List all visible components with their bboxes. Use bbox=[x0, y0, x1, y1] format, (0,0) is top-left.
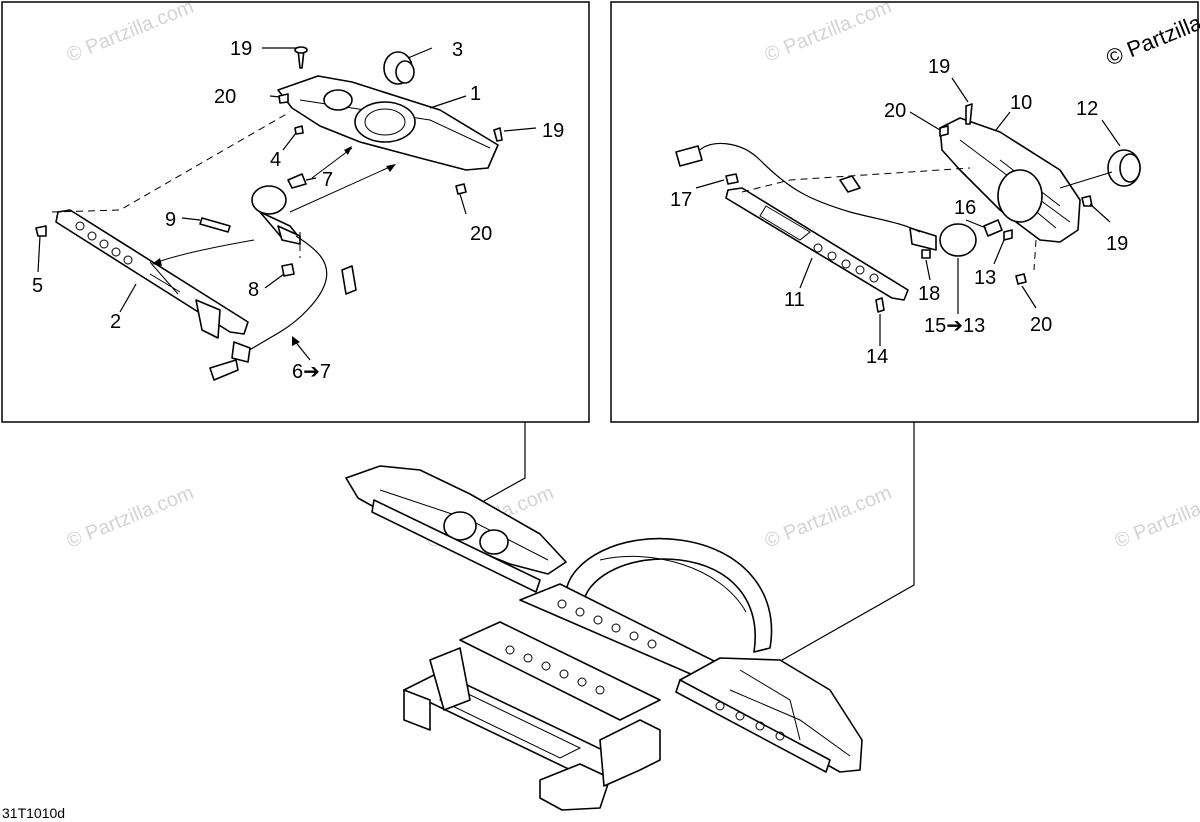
callout-8: 8 bbox=[248, 279, 259, 301]
watermark-text: © Partzilla.com bbox=[64, 482, 197, 553]
right-callout-leaders bbox=[695, 77, 1121, 346]
right-detail-panel bbox=[610, 1, 1199, 423]
callout-19: 19 bbox=[230, 38, 252, 60]
callout-19: 19 bbox=[928, 56, 950, 78]
callout-19: 19 bbox=[542, 120, 564, 142]
callout-17: 17 bbox=[670, 189, 692, 211]
callout-9: 9 bbox=[165, 209, 176, 231]
left-callouts: 19 3 1 20 19 4 7 9 20 5 8 2 6➔7 bbox=[32, 38, 564, 383]
watermark-text: © Partzilla.com bbox=[762, 0, 895, 67]
callout-11: 11 bbox=[784, 289, 805, 311]
callout-20: 20 bbox=[1030, 314, 1052, 336]
callout-3: 3 bbox=[452, 39, 463, 61]
copyright-label: © Partzilla.com bbox=[1103, 0, 1200, 71]
callout-20: 20 bbox=[470, 223, 492, 245]
watermark-text: © Partzilla.com bbox=[64, 0, 197, 67]
callout-12: 12 bbox=[1076, 98, 1098, 120]
watermark-text: © Partzilla.com bbox=[1112, 482, 1200, 553]
callout-20: 20 bbox=[214, 86, 236, 108]
watermark-text: © Partzilla.com bbox=[762, 482, 895, 553]
right-callouts: 19 10 12 20 17 16 19 13 18 11 20 15➔13 1… bbox=[670, 56, 1128, 368]
left-detail-panel bbox=[1, 1, 590, 423]
callout-20: 20 bbox=[884, 100, 906, 122]
right-panel-leader bbox=[767, 422, 915, 669]
right-taillight-assembly bbox=[675, 103, 1141, 313]
watermarks: © Partzilla.com © Partzilla.com © Partzi… bbox=[64, 0, 1200, 553]
diagram-code: 31T1010d bbox=[2, 805, 65, 821]
left-taillight-assembly bbox=[35, 46, 503, 381]
callout-15-to-13: 15➔13 bbox=[924, 315, 985, 337]
rear-frame-assembly bbox=[345, 465, 863, 811]
left-callout-leaders bbox=[37, 47, 537, 361]
left-panel-leader bbox=[474, 422, 526, 507]
callout-13: 13 bbox=[974, 267, 996, 289]
callout-18: 18 bbox=[918, 283, 940, 305]
callout-10: 10 bbox=[1010, 92, 1032, 114]
callout-7: 7 bbox=[322, 169, 333, 191]
callout-16: 16 bbox=[954, 197, 976, 219]
callout-6-to-7: 6➔7 bbox=[292, 361, 331, 383]
callout-14: 14 bbox=[866, 346, 888, 368]
callout-2: 2 bbox=[110, 311, 121, 333]
callout-4: 4 bbox=[270, 149, 281, 171]
callout-5: 5 bbox=[32, 275, 43, 297]
callout-1: 1 bbox=[470, 83, 481, 105]
callout-19: 19 bbox=[1106, 233, 1128, 255]
